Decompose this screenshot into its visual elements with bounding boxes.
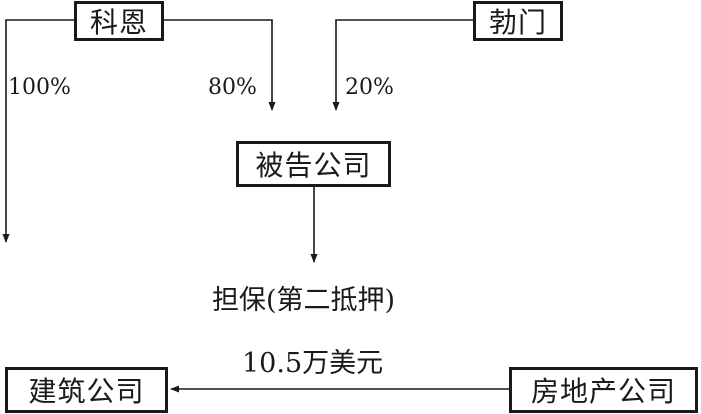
keen-left-connector [2,19,76,243]
node-keen: 科恩 [74,1,164,41]
label-guarantee: 担保(第二抵押) [212,285,396,316]
label-loan: 10.5万美元 [242,348,384,379]
keen-defendant-connector [162,19,276,111]
node-realestate: 房地产公司 [509,367,698,413]
bomen-defendant-connector [332,19,474,111]
node-construction: 建筑公司 [5,367,168,413]
label-bomen-defendant-pct: 20% [345,75,394,100]
node-defendant: 被告公司 [236,141,391,187]
label-keen-defendant-pct: 80% [208,75,257,100]
node-bomen: 勃门 [473,1,563,41]
label-keen-left-pct: 100% [8,75,71,100]
